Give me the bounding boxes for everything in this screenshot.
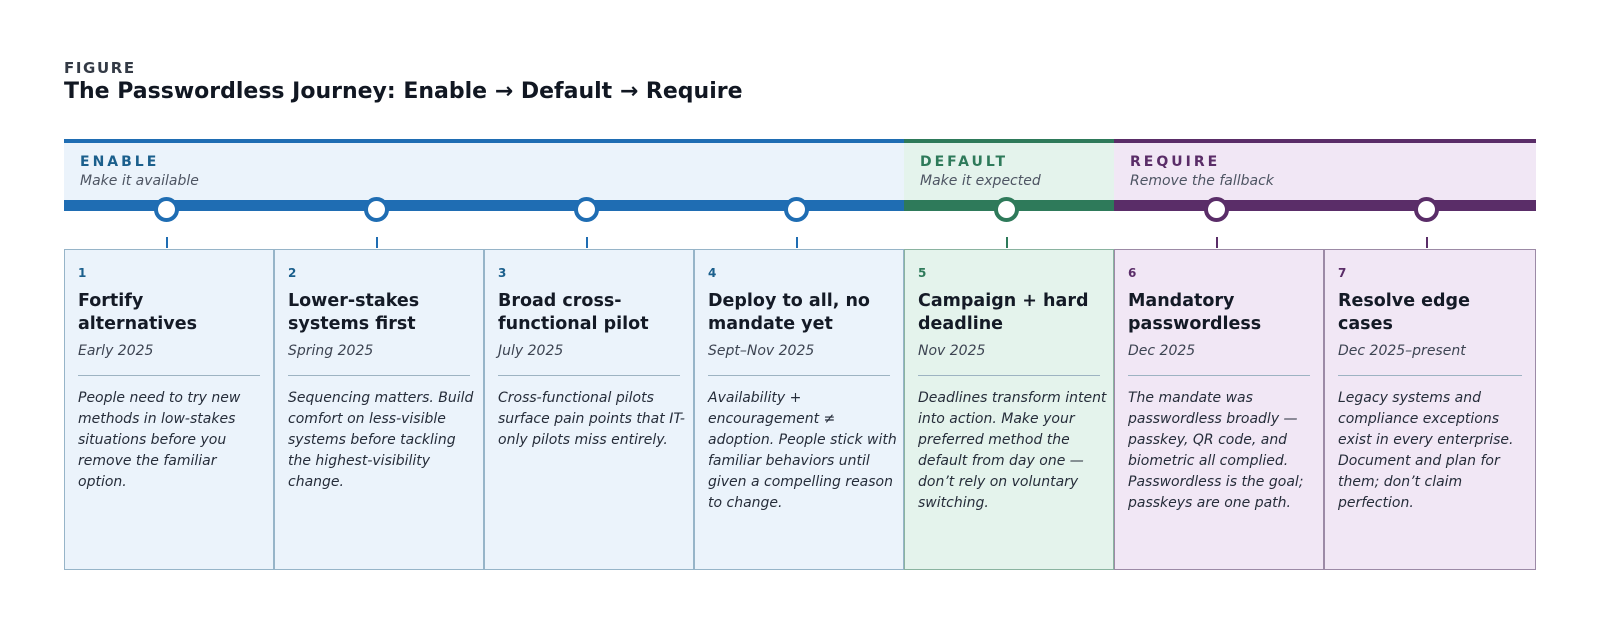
step-tick-1 bbox=[166, 237, 168, 248]
step-number: 5 bbox=[918, 266, 927, 280]
step-title: Fortify alternatives bbox=[78, 291, 197, 334]
step-description: Availability + encouragement ≠ adoption.… bbox=[708, 390, 897, 511]
step-description: People need to try new methods in low-st… bbox=[78, 390, 241, 490]
phase-enable-name: ENABLE bbox=[80, 154, 160, 170]
phase-enable-band bbox=[64, 200, 904, 211]
step-title: Broad cross-functional pilot bbox=[498, 291, 649, 334]
step-card-3: 3 Broad cross-functional pilot July 2025… bbox=[484, 249, 694, 570]
step-date: Spring 2025 bbox=[288, 343, 374, 359]
step-number: 3 bbox=[498, 266, 507, 280]
step-card-1: 1 Fortify alternatives Early 2025 People… bbox=[64, 249, 274, 570]
step-tick-6 bbox=[1216, 237, 1218, 248]
step-title: Deploy to all, no mandate yet bbox=[708, 291, 870, 334]
phase-enable-subtitle: Make it available bbox=[80, 173, 199, 189]
step-card-4: 4 Deploy to all, no mandate yet Sept–Nov… bbox=[694, 249, 904, 570]
phase-enable-topline bbox=[64, 139, 904, 143]
step-number: 1 bbox=[78, 266, 87, 280]
phase-require: REQUIRE Remove the fallback bbox=[1114, 139, 1536, 211]
step-marker-6 bbox=[1204, 197, 1229, 222]
step-date: Dec 2025 bbox=[1128, 343, 1196, 359]
step-tick-3 bbox=[586, 237, 588, 248]
step-number: 7 bbox=[1338, 266, 1347, 280]
step-card-5: 5 Campaign + hard deadline Nov 2025 Dead… bbox=[904, 249, 1114, 570]
step-divider bbox=[708, 375, 890, 376]
step-tick-7 bbox=[1426, 237, 1428, 248]
step-date: Dec 2025–present bbox=[1338, 343, 1466, 359]
step-marker-7 bbox=[1414, 197, 1439, 222]
step-tick-5 bbox=[1006, 237, 1008, 248]
step-description: Legacy systems and compliance exceptions… bbox=[1338, 390, 1514, 511]
passwordless-timeline: ENABLE Make it available DEFAULT Make it… bbox=[64, 139, 1536, 570]
step-card-2: 2 Lower-stakes systems first Spring 2025… bbox=[274, 249, 484, 570]
step-title: Campaign + hard deadline bbox=[918, 291, 1089, 334]
step-number: 2 bbox=[288, 266, 297, 280]
phase-require-topline bbox=[1114, 139, 1536, 143]
step-title: Lower-stakes systems first bbox=[288, 291, 420, 334]
phase-enable: ENABLE Make it available bbox=[64, 139, 904, 211]
step-description: The mandate was passwordless broadly — p… bbox=[1128, 390, 1304, 511]
step-divider bbox=[1338, 375, 1522, 376]
step-divider bbox=[1128, 375, 1310, 376]
phase-require-band bbox=[1114, 200, 1536, 211]
step-marker-2 bbox=[364, 197, 389, 222]
step-divider bbox=[78, 375, 260, 376]
step-divider bbox=[498, 375, 680, 376]
step-divider bbox=[918, 375, 1100, 376]
step-number: 4 bbox=[708, 266, 717, 280]
figure-label: FIGURE bbox=[64, 59, 136, 77]
phase-require-subtitle: Remove the fallback bbox=[1130, 173, 1274, 189]
step-date: Nov 2025 bbox=[918, 343, 986, 359]
step-tick-4 bbox=[796, 237, 798, 248]
step-marker-1 bbox=[154, 197, 179, 222]
step-title: Resolve edge cases bbox=[1338, 291, 1470, 334]
phase-default-name: DEFAULT bbox=[920, 154, 1009, 170]
step-marker-4 bbox=[784, 197, 809, 222]
phase-default-topline bbox=[904, 139, 1114, 143]
step-marker-5 bbox=[994, 197, 1019, 222]
step-card-7: 7 Resolve edge cases Dec 2025–present Le… bbox=[1324, 249, 1536, 570]
phase-default-subtitle: Make it expected bbox=[920, 173, 1041, 189]
step-date: Early 2025 bbox=[78, 343, 154, 359]
step-date: Sept–Nov 2025 bbox=[708, 343, 815, 359]
step-divider bbox=[288, 375, 470, 376]
phase-require-name: REQUIRE bbox=[1130, 154, 1221, 170]
step-marker-3 bbox=[574, 197, 599, 222]
step-tick-2 bbox=[376, 237, 378, 248]
step-description: Cross-functional pilots surface pain poi… bbox=[498, 390, 685, 448]
step-description: Deadlines transform intent into action. … bbox=[918, 390, 1107, 511]
step-date: July 2025 bbox=[498, 343, 564, 359]
step-description: Sequencing matters. Build comfort on les… bbox=[288, 390, 474, 490]
step-number: 6 bbox=[1128, 266, 1137, 280]
step-title: Mandatory passwordless bbox=[1128, 291, 1262, 334]
figure-title: The Passwordless Journey: Enable → Defau… bbox=[64, 79, 743, 104]
step-card-6: 6 Mandatory passwordless Dec 2025 The ma… bbox=[1114, 249, 1324, 570]
